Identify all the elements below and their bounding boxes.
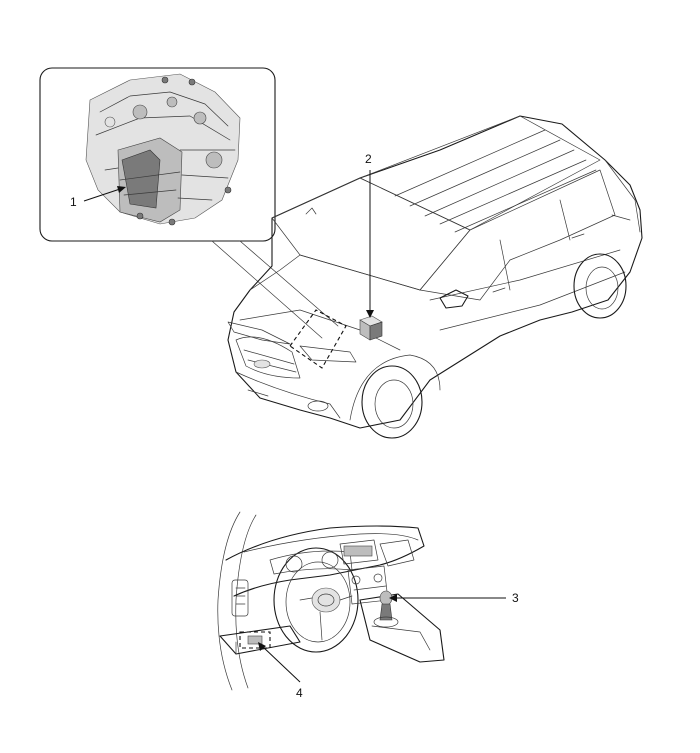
callout-1-arrowhead [117, 186, 126, 193]
callout-3-label: 3 [512, 591, 519, 605]
transaxle-location-dashed-box [289, 309, 347, 369]
callout-4-arrowhead [258, 642, 266, 651]
callout-1-label: 1 [70, 195, 77, 209]
inset-pointer-line-right [239, 240, 339, 327]
callout-2-label: 2 [365, 152, 372, 166]
callout-4-leader [261, 645, 301, 683]
inset-pointer-line-left [211, 240, 323, 339]
callout-4-label: 4 [296, 686, 303, 700]
transaxle-icon [85, 73, 241, 226]
shift-lever-icon [373, 590, 399, 628]
dashboard-illustration [217, 511, 445, 691]
control-module-icon [359, 315, 383, 341]
callout-1-leader [83, 188, 121, 202]
vehicle-illustration [227, 115, 643, 439]
inset-frame [39, 67, 276, 242]
connector-location-dashed-box [239, 631, 271, 649]
callout-3-arrowhead [389, 594, 397, 602]
callout-2-arrowhead [366, 310, 374, 318]
transaxle-inset: 1 [39, 67, 339, 339]
connector-icon [247, 635, 263, 645]
